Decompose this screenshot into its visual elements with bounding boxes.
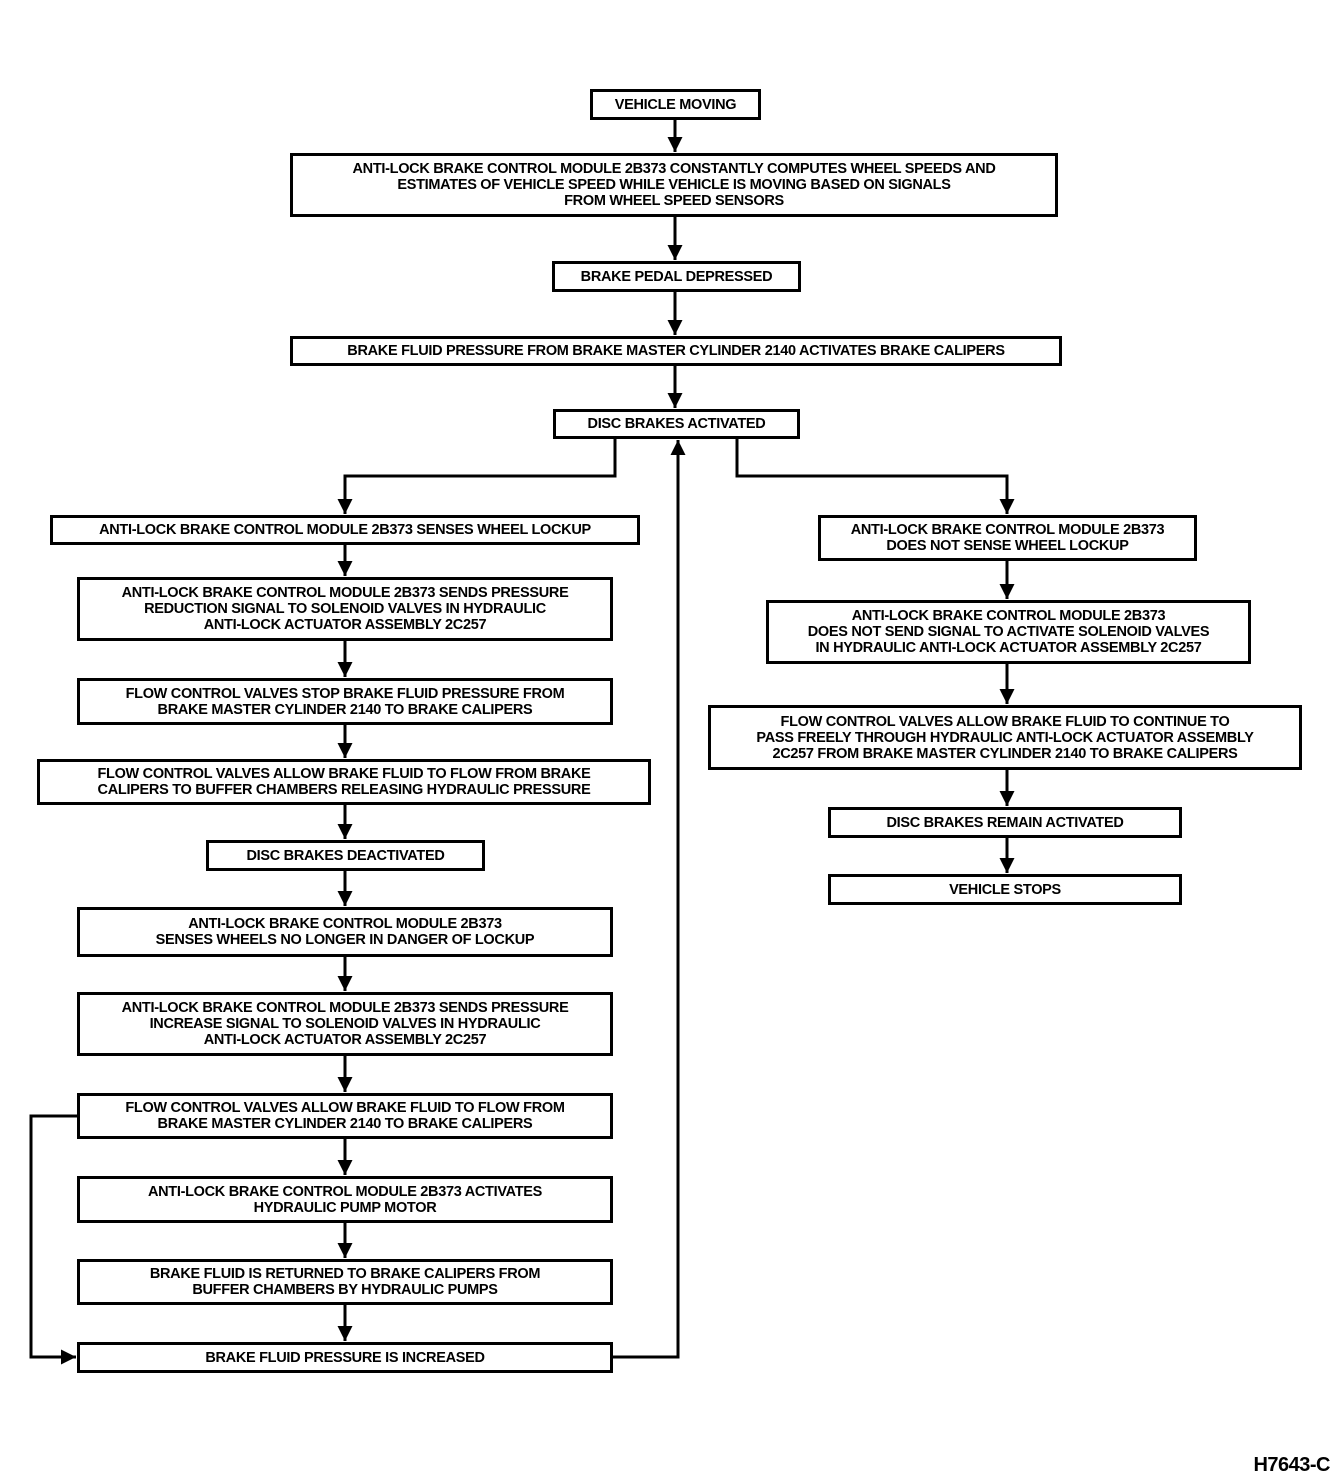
no-danger-label: ANTI-LOCK BRAKE CONTROL MODULE 2B373 SEN… xyxy=(155,916,535,948)
sends-increase-label: ANTI-LOCK BRAKE CONTROL MODULE 2B373 SEN… xyxy=(121,1000,569,1048)
arrow-allow-bypass-to-increased xyxy=(29,1114,77,1365)
valves-release-box: FLOW CONTROL VALVES ALLOW BRAKE FLUID TO… xyxy=(37,759,651,805)
remain-activated-label: DISC BRAKES REMAIN ACTIVATED xyxy=(886,814,1124,831)
senses-lockup-label: ANTI-LOCK BRAKE CONTROL MODULE 2B373 SEN… xyxy=(99,522,591,538)
fluid-pressure-activates-label: BRAKE FLUID PRESSURE FROM BRAKE MASTER C… xyxy=(347,343,1005,359)
arrow-increased-back-to-disc xyxy=(613,440,686,1359)
no-signal-box: ANTI-LOCK BRAKE CONTROL MODULE 2B373 DOE… xyxy=(766,600,1251,664)
senses-lockup-box: ANTI-LOCK BRAKE CONTROL MODULE 2B373 SEN… xyxy=(50,515,640,545)
disc-activated-box: DISC BRAKES ACTIVATED xyxy=(553,409,800,439)
fluid-returned-label: BRAKE FLUID IS RETURNED TO BRAKE CALIPER… xyxy=(149,1266,541,1298)
vehicle-moving-label: VEHICLE MOVING xyxy=(614,96,737,113)
pedal-depressed-box: BRAKE PEDAL DEPRESSED xyxy=(552,261,801,292)
valves-stop-label: FLOW CONTROL VALVES STOP BRAKE FLUID PRE… xyxy=(125,685,565,718)
disc-deactivated-box: DISC BRAKES DEACTIVATED xyxy=(206,840,485,871)
pass-freely-box: FLOW CONTROL VALVES ALLOW BRAKE FLUID TO… xyxy=(708,705,1302,770)
computes-speeds-box: ANTI-LOCK BRAKE CONTROL MODULE 2B373 CON… xyxy=(290,153,1058,217)
valves-allow-master-box: FLOW CONTROL VALVES ALLOW BRAKE FLUID TO… xyxy=(77,1093,613,1139)
sends-reduction-label: ANTI-LOCK BRAKE CONTROL MODULE 2B373 SEN… xyxy=(121,585,569,633)
disc-deactivated-label: DISC BRAKES DEACTIVATED xyxy=(246,847,445,864)
no-signal-label: ANTI-LOCK BRAKE CONTROL MODULE 2B373 DOE… xyxy=(807,608,1210,656)
sends-reduction-box: ANTI-LOCK BRAKE CONTROL MODULE 2B373 SEN… xyxy=(77,577,613,641)
valves-stop-box: FLOW CONTROL VALVES STOP BRAKE FLUID PRE… xyxy=(77,678,613,725)
remain-activated-box: DISC BRAKES REMAIN ACTIVATED xyxy=(828,807,1182,838)
no-lockup-box: ANTI-LOCK BRAKE CONTROL MODULE 2B373 DOE… xyxy=(818,515,1197,561)
pressure-increased-label: BRAKE FLUID PRESSURE IS INCREASED xyxy=(205,1349,485,1366)
arrow-disc-to-no-lockup xyxy=(735,439,1015,514)
vehicle-stops-box: VEHICLE STOPS xyxy=(828,874,1182,905)
arrow-disc-to-senses-lockup xyxy=(337,439,617,514)
no-lockup-label: ANTI-LOCK BRAKE CONTROL MODULE 2B373 DOE… xyxy=(850,522,1165,554)
figure-identifier: H7643-C xyxy=(1253,1454,1330,1476)
pump-motor-box: ANTI-LOCK BRAKE CONTROL MODULE 2B373 ACT… xyxy=(77,1176,613,1223)
pedal-depressed-label: BRAKE PEDAL DEPRESSED xyxy=(580,268,773,285)
fluid-pressure-activates-box: BRAKE FLUID PRESSURE FROM BRAKE MASTER C… xyxy=(290,336,1062,366)
vehicle-moving-box: VEHICLE MOVING xyxy=(590,89,761,120)
sends-increase-box: ANTI-LOCK BRAKE CONTROL MODULE 2B373 SEN… xyxy=(77,992,613,1056)
valves-allow-master-label: FLOW CONTROL VALVES ALLOW BRAKE FLUID TO… xyxy=(125,1100,565,1132)
computes-speeds-label: ANTI-LOCK BRAKE CONTROL MODULE 2B373 CON… xyxy=(352,161,996,209)
valves-release-label: FLOW CONTROL VALVES ALLOW BRAKE FLUID TO… xyxy=(97,766,591,798)
disc-activated-label: DISC BRAKES ACTIVATED xyxy=(587,416,766,432)
pass-freely-label: FLOW CONTROL VALVES ALLOW BRAKE FLUID TO… xyxy=(756,713,1254,762)
vehicle-stops-label: VEHICLE STOPS xyxy=(949,881,1061,898)
no-danger-box: ANTI-LOCK BRAKE CONTROL MODULE 2B373 SEN… xyxy=(77,907,613,957)
pressure-increased-box: BRAKE FLUID PRESSURE IS INCREASED xyxy=(77,1342,613,1373)
pump-motor-label: ANTI-LOCK BRAKE CONTROL MODULE 2B373 ACT… xyxy=(147,1183,543,1216)
fluid-returned-box: BRAKE FLUID IS RETURNED TO BRAKE CALIPER… xyxy=(77,1259,613,1305)
